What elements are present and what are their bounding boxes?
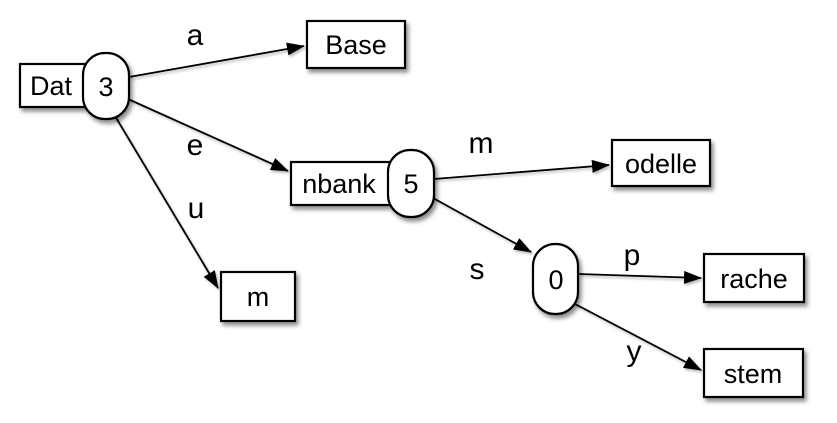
node-base-box (305, 19, 407, 70)
edge-s-label: s (470, 253, 485, 286)
edge-u-label: u (188, 192, 205, 225)
edge-e-label: e (187, 129, 204, 162)
edge-e-line (127, 98, 289, 172)
node-nbank-count-oval (386, 148, 436, 219)
node-n0-count-oval (531, 242, 580, 316)
node-stem-label: stem (724, 359, 783, 389)
edge-m-line (433, 159, 610, 180)
node-labels-layer: Dat 3 Base nbank 5 m odelle 0 rache stem (30, 30, 788, 389)
edges-layer (114, 42, 702, 371)
edge-s-line (432, 197, 532, 253)
node-rache-box (702, 252, 806, 304)
node-n0-count: 0 (548, 265, 563, 295)
node-stem-box (702, 347, 805, 399)
edge-a-line (128, 42, 305, 78)
node-root-label: Dat (30, 71, 73, 101)
node-rache-label: rache (720, 264, 788, 294)
node-nbank-box (289, 160, 393, 207)
node-nbank-count: 5 (403, 169, 418, 199)
edge-p-label: p (624, 239, 641, 272)
node-root-count-oval (81, 51, 131, 121)
node-odelle-box (610, 138, 712, 188)
node-root-count: 3 (98, 72, 113, 102)
nodes-layer (18, 19, 806, 399)
edge-u-line (114, 115, 219, 289)
edge-a-label: a (187, 19, 204, 52)
edge-y-line (574, 303, 702, 371)
edge-p-line (578, 270, 702, 284)
edge-y-label: y (627, 335, 642, 368)
edge-labels-layer: a e u m s p y (187, 19, 642, 368)
node-base-label: Base (325, 30, 387, 60)
node-nbank-label: nbank (302, 169, 376, 199)
node-root-box (18, 62, 92, 109)
node-m-box (219, 270, 297, 323)
node-odelle-label: odelle (625, 149, 697, 179)
edge-m-label: m (469, 127, 494, 160)
node-m-label: m (247, 282, 270, 312)
